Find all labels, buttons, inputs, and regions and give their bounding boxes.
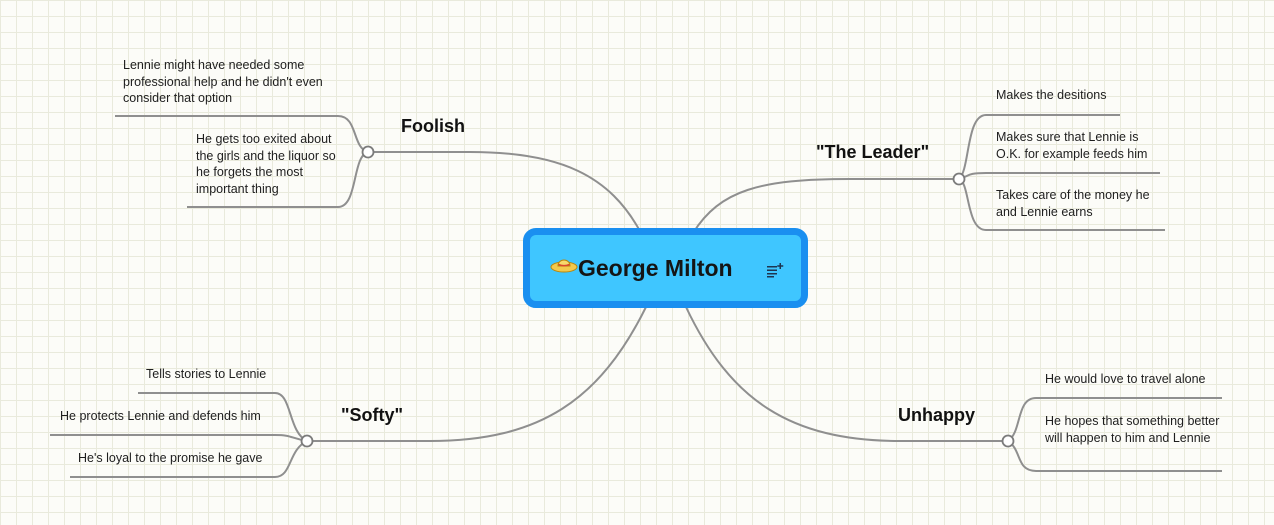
notes-icon[interactable] <box>766 262 784 278</box>
collapse-knob-unhappy[interactable] <box>1001 434 1015 448</box>
leaf-foolish-2[interactable]: He gets too exited about the girls and t… <box>196 132 336 196</box>
collapse-knob-foolish[interactable] <box>361 145 375 159</box>
leaf-leader-2[interactable]: Makes sure that Lennie is O.K. for examp… <box>996 130 1148 161</box>
branch-title-unhappy[interactable]: Unhappy <box>898 405 976 425</box>
collapse-knob-leader[interactable] <box>952 172 966 186</box>
connector-foolish <box>368 151 642 234</box>
leaf-softy-3[interactable]: He's loyal to the promise he gave <box>78 451 263 465</box>
leaf-leader-3[interactable]: Takes care of the money he and Lennie ea… <box>996 188 1150 219</box>
central-topic[interactable]: George Milton <box>523 228 808 308</box>
leaf-softy-1[interactable]: Tells stories to Lennie <box>146 367 267 381</box>
connector-unhappy <box>685 306 1008 442</box>
branch-title-softy[interactable]: "Softy" <box>341 405 404 425</box>
connector-softy <box>307 306 647 442</box>
leaf-softy-2[interactable]: He protects Lennie and defends him <box>60 409 261 423</box>
leaf-leader-1[interactable]: Makes the desitions <box>996 88 1107 102</box>
connector-leader <box>692 178 959 234</box>
central-topic-title: George Milton <box>578 255 733 281</box>
leaf-unhappy-1[interactable]: He would love to travel alone <box>1045 372 1206 386</box>
leaf-unhappy-2[interactable]: He hopes that something better will happ… <box>1045 414 1220 445</box>
branch-title-foolish[interactable]: Foolish <box>401 116 465 136</box>
branch-title-leader[interactable]: "The Leader" <box>816 142 930 162</box>
sombrero-hat-icon <box>550 259 578 273</box>
collapse-knob-softy[interactable] <box>300 434 314 448</box>
leaf-foolish-1[interactable]: Lennie might have needed some profession… <box>123 58 323 105</box>
